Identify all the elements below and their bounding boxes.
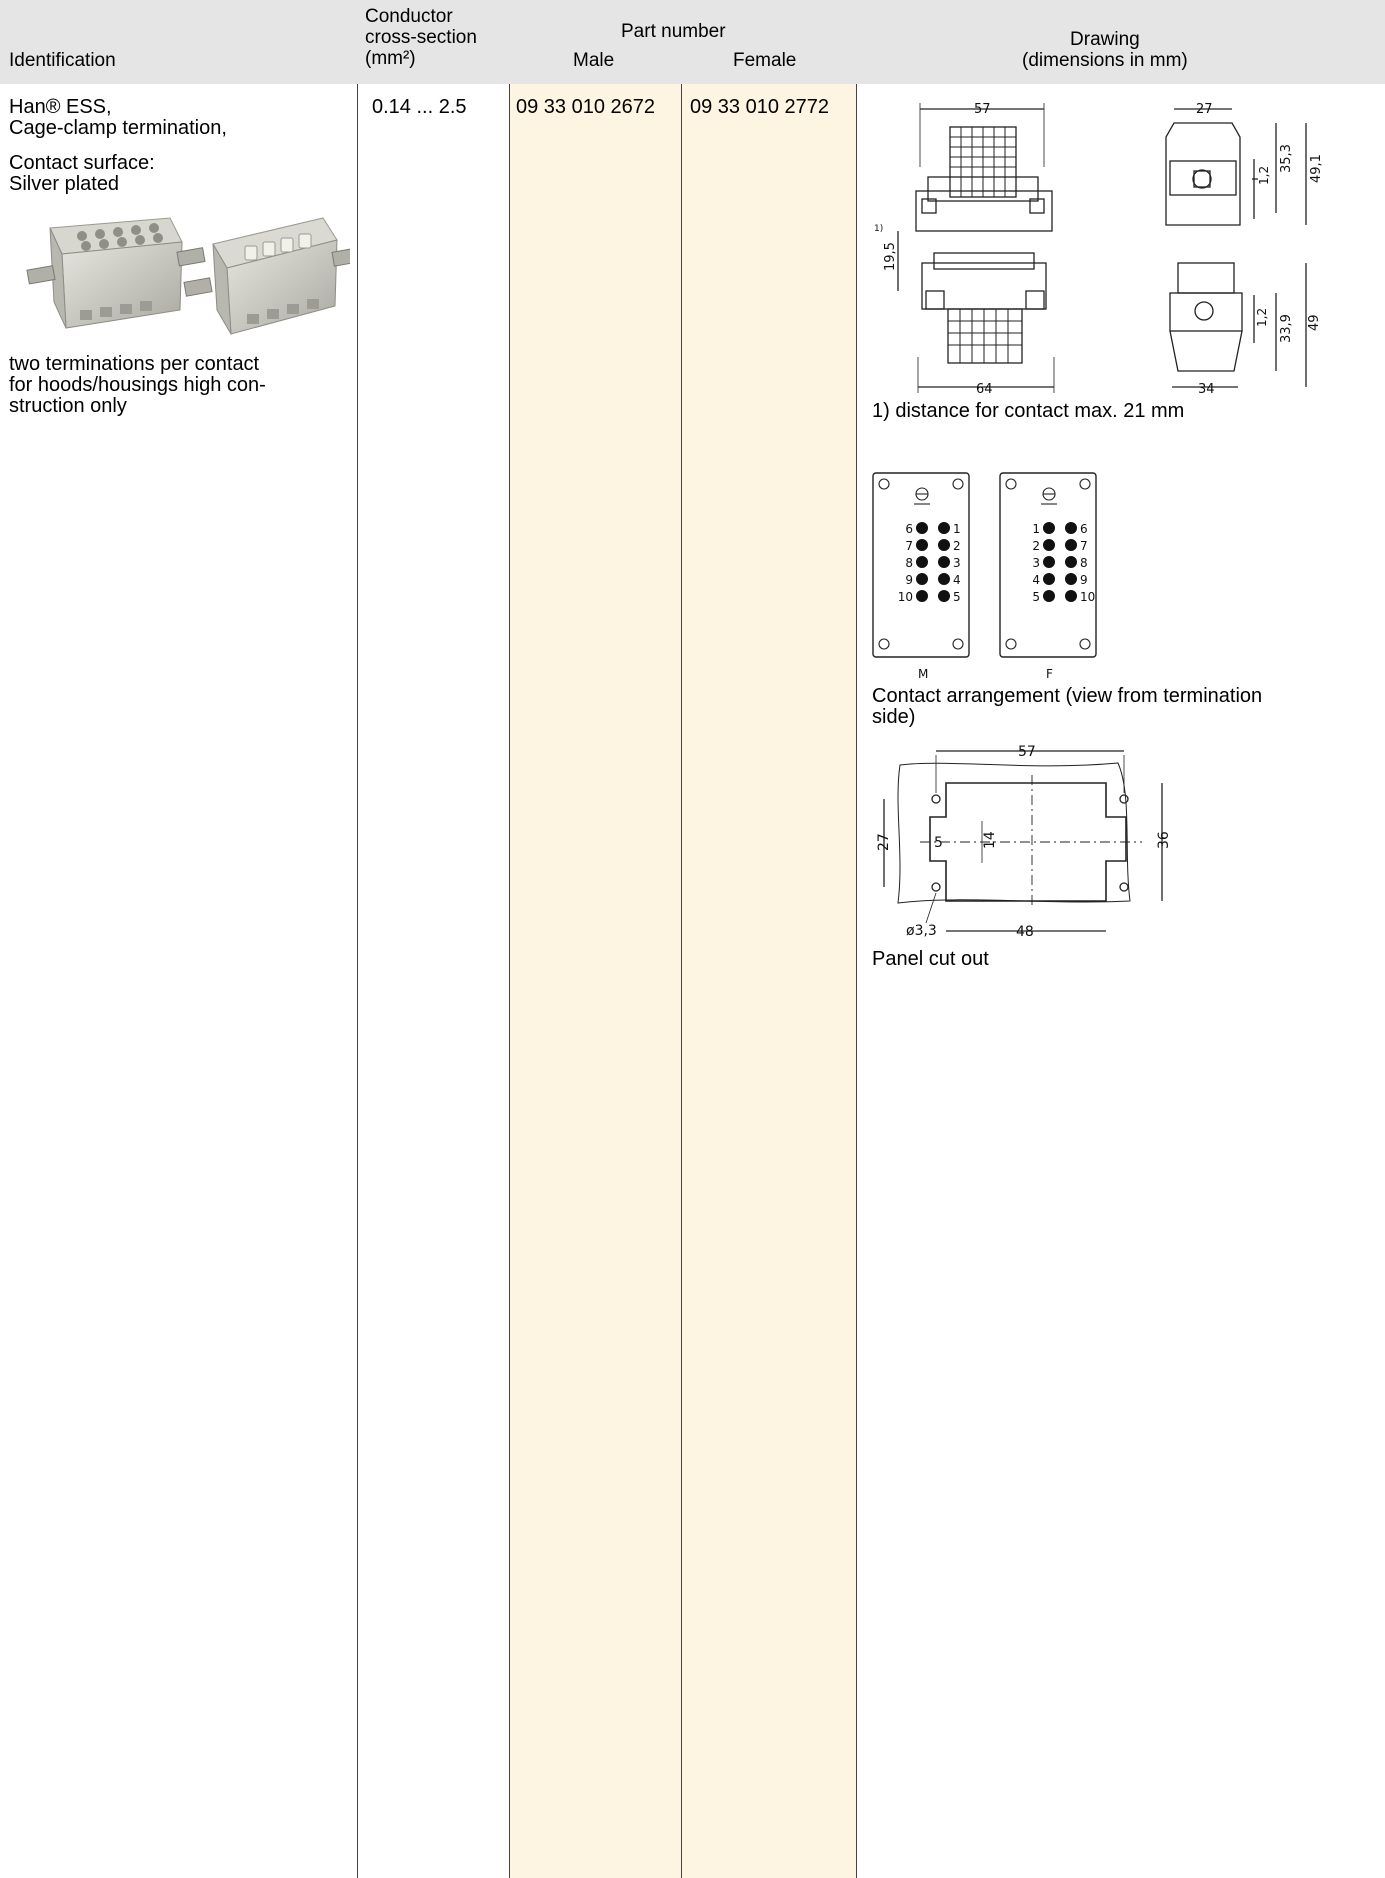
female-pin-label: 9 (1080, 573, 1088, 587)
cutout-dim-dia: ø3,3 (906, 923, 937, 939)
female-contact-dot (1065, 522, 1077, 534)
female-contact-dot (1043, 590, 1055, 602)
male-contact-dot (938, 573, 950, 585)
cutout-dim-27: 27 (876, 833, 892, 851)
dim-1-2-b: 1,2 (1255, 308, 1269, 327)
cutout-dim-57: 57 (1018, 744, 1036, 760)
male-pin-label: 9 (905, 573, 913, 587)
dim-49-1: 49,1 (1309, 154, 1324, 183)
contact-arrangement: 6 1 7 2 8 3 9 4 10 5 1 6 2 7 3 8 4 9 5 10 M F (872, 472, 1097, 681)
column-divider (856, 84, 857, 1878)
table-header (0, 0, 1385, 84)
column-divider (681, 84, 682, 1878)
front-view-bottom: 64 (917, 252, 1055, 397)
cutout-dim-5: 5 (934, 835, 943, 851)
male-pin-label: 3 (953, 556, 961, 570)
identification-text: Han® ESS, Cage-clamp termination, (9, 96, 227, 139)
female-contact-dot (1065, 590, 1077, 602)
female-pin-label: 10 (1080, 590, 1095, 604)
header-conductor: Conductor cross-section (mm²) (365, 6, 477, 69)
front-view-top: 57 19,5 1) (874, 102, 1053, 291)
female-pin-label: 4 (1032, 573, 1040, 587)
side-view-bottom: 34 1,2 33,9 49 (1169, 262, 1322, 397)
male-contact-dot (938, 539, 950, 551)
panel-cutout-drawing: 57 27 36 5 14 ø3,3 48 (876, 744, 1172, 940)
female-contact-dot (1043, 556, 1055, 568)
female-pin-label: 7 (1080, 539, 1088, 553)
male-contact-dot (916, 522, 928, 534)
column-divider (509, 84, 510, 1878)
male-part-number: 09 33 010 2672 (516, 96, 656, 118)
header-part-number: Part number (621, 21, 726, 42)
female-contact-dot (1043, 573, 1055, 585)
male-contact-dot (938, 522, 950, 534)
male-contact-dot (916, 556, 928, 568)
dim-57: 57 (974, 102, 991, 117)
cross-section-value: 0.14 ... 2.5 (372, 96, 467, 118)
dim-34: 34 (1198, 382, 1215, 397)
female-part-number: 09 33 010 2772 (690, 96, 830, 118)
female-pin-label: 5 (1032, 590, 1040, 604)
male-pin-label: 5 (953, 590, 961, 604)
drawing-footnote: 1) distance for contact max. 21 mm (872, 400, 1185, 422)
female-pin-label: 3 (1032, 556, 1040, 570)
dim-33-9: 33,9 (1279, 314, 1294, 343)
female-pin-label: 1 (1032, 522, 1040, 536)
female-contact-dot (1065, 556, 1077, 568)
cutout-dim-36: 36 (1156, 831, 1172, 849)
female-contact-dot (1043, 522, 1055, 534)
female-insert-image (183, 217, 350, 335)
dim-27: 27 (1196, 102, 1213, 117)
male-pin-label: 7 (905, 539, 913, 553)
male-pin-label: 1 (953, 522, 961, 536)
male-pin-label: 8 (905, 556, 913, 570)
female-contact-dot (1065, 539, 1077, 551)
male-contact-dot (938, 590, 950, 602)
male-pin-label: 6 (905, 522, 913, 536)
male-pin-label: 2 (953, 539, 961, 553)
male-pin-label: 4 (953, 573, 961, 587)
dim-64: 64 (976, 382, 993, 397)
female-contact-dot (1065, 573, 1077, 585)
termination-note: two terminations per contact for hoods/h… (9, 353, 266, 417)
column-divider (357, 84, 358, 1878)
panel-cutout-caption: Panel cut out (872, 948, 989, 970)
contact-surface-text: Contact surface: Silver plated (9, 152, 155, 195)
header-male: Male (573, 50, 615, 71)
male-contact-dot (938, 556, 950, 568)
dim-1-2: 1,2 (1257, 166, 1271, 185)
dimension-drawing: 57 19,5 1) 64 27 1, (874, 102, 1324, 397)
male-contact-dot (916, 590, 928, 602)
header-female: Female (733, 50, 797, 71)
label-female: F (1046, 667, 1053, 681)
header-identification: Identification (9, 50, 116, 71)
female-pin-label: 8 (1080, 556, 1088, 570)
female-pin-label: 6 (1080, 522, 1088, 536)
male-column (510, 84, 682, 1878)
male-contact-dot (916, 573, 928, 585)
cutout-dim-48: 48 (1016, 924, 1034, 940)
male-insert-image (26, 217, 206, 329)
dim-49: 49 (1307, 314, 1322, 331)
dim-35-3: 35,3 (1279, 144, 1294, 173)
female-column (682, 84, 856, 1878)
male-pin-label: 10 (898, 590, 913, 604)
product-photo (26, 217, 350, 335)
female-pin-label: 2 (1032, 539, 1040, 553)
side-view-top: 27 1,2 35,3 49,1 (1165, 102, 1324, 226)
header-drawing: Drawing (dimensions in mm) (1022, 29, 1188, 71)
male-contact-dot (916, 539, 928, 551)
label-male: M (918, 667, 928, 681)
footnote-mark: 1) (874, 224, 883, 234)
dim-19-5: 19,5 (883, 242, 898, 271)
contact-arrangement-caption: Contact arrangement (view from terminati… (872, 685, 1263, 728)
female-contact-dot (1043, 539, 1055, 551)
cutout-dim-14: 14 (982, 831, 998, 849)
